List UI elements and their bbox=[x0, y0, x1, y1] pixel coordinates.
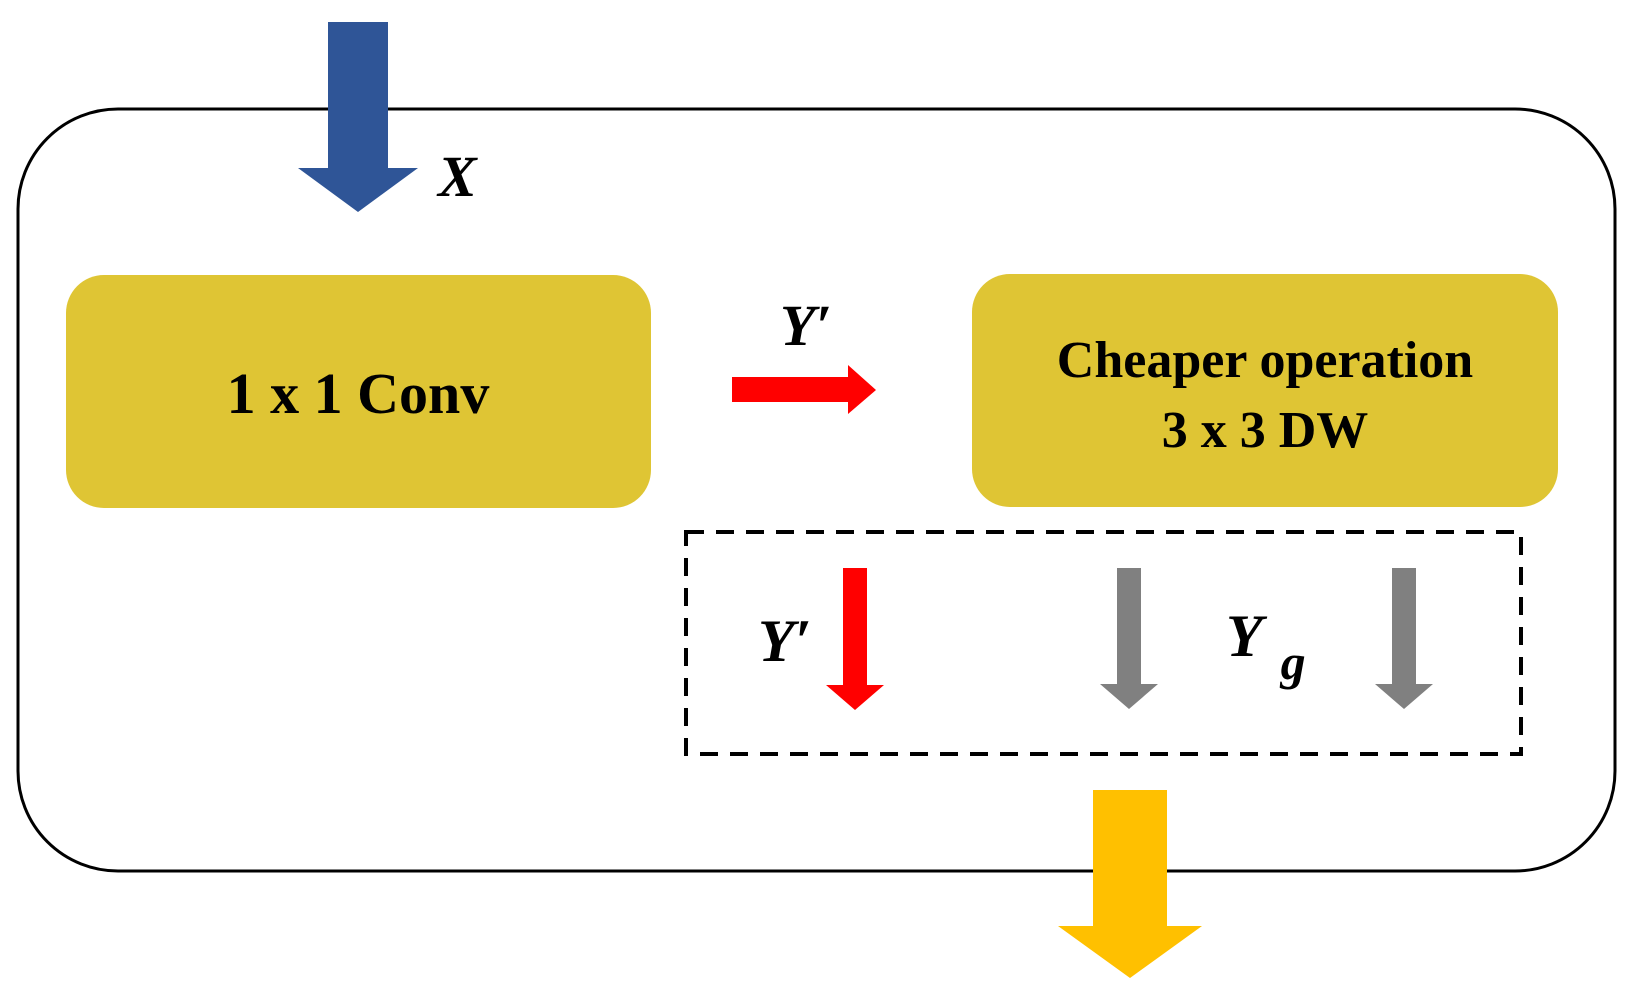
module-container bbox=[16, 107, 1617, 873]
cheap-operation-box bbox=[972, 274, 1558, 507]
ghost-feature-arrow-right bbox=[1375, 568, 1433, 709]
output-arrow bbox=[1058, 790, 1202, 978]
cheap-operation-label-line1: Cheaper operation bbox=[1057, 332, 1474, 389]
cheap-operation-label-line2: 3 x 3 DW bbox=[1162, 402, 1369, 459]
ghost-feature-arrow-left bbox=[1100, 568, 1158, 709]
conv-box bbox=[66, 275, 651, 508]
intermediate-label: Y′ bbox=[780, 293, 832, 358]
concat-group bbox=[684, 530, 1523, 756]
input-arrow bbox=[298, 22, 418, 212]
conv-box-label: 1 x 1 Conv bbox=[227, 361, 490, 426]
conv-to-cheap-arrow bbox=[732, 365, 876, 414]
primary-feature-label: Y′ bbox=[758, 608, 812, 674]
input-label: X bbox=[436, 144, 478, 209]
primary-feature-arrow bbox=[826, 568, 884, 710]
